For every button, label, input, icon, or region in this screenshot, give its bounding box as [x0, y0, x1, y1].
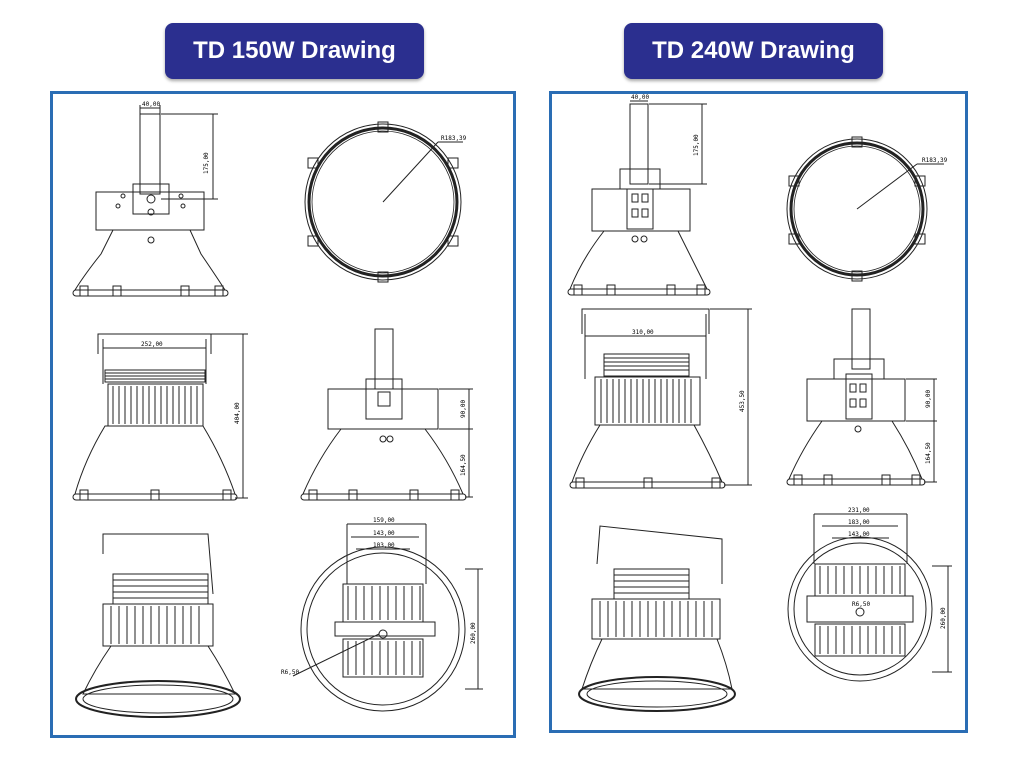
dim-bottom-w1: 159,00: [373, 517, 395, 524]
dim-bottom-height: 260,00: [940, 607, 947, 629]
dim-top-width: 40,00: [142, 101, 160, 108]
dim-radius: R183,39: [441, 135, 467, 142]
dim-side-lower: 164,50: [460, 454, 467, 476]
dim-side-upper: 90,00: [460, 400, 467, 418]
dim-bottom-w3: 143,00: [848, 531, 870, 538]
view-ring-top: [786, 136, 944, 282]
panel-title-240w: TD 240W Drawing: [624, 23, 883, 79]
view-bottom: [787, 513, 952, 682]
dim-bottom-height: 260,00: [470, 622, 477, 644]
dim-side-upper: 90,00: [925, 390, 932, 408]
view-front-middle: [72, 333, 248, 501]
view-isometric: [75, 533, 241, 718]
dim-top-height: 175,00: [203, 152, 210, 174]
dim-front-height: 453,50: [739, 390, 746, 412]
dim-hole: R6,50: [852, 601, 870, 608]
view-ring-top: [304, 121, 463, 283]
drawing-240w: 40,00 175,00 R183,39 310,00 453,50 90,00…: [567, 94, 952, 712]
view-side-top: [567, 100, 711, 296]
view-front-middle: [569, 308, 752, 489]
dim-bottom-w1: 231,00: [848, 507, 870, 514]
dim-front-width: 252,00: [141, 341, 163, 348]
drawing-150w: 40,00 175,00 R183,39 252,00 404,00 90,00…: [72, 101, 483, 718]
dim-front-width: 310,00: [632, 329, 654, 336]
drawing-panel-240w: 40,00 175,00 R183,39 310,00 453,50 90,00…: [549, 91, 968, 733]
dim-bottom-w2: 143,00: [373, 530, 395, 537]
view-isometric: [578, 525, 736, 712]
view-side-top: [72, 105, 229, 297]
view-bottom: [292, 523, 483, 712]
dim-bottom-w2: 183,00: [848, 519, 870, 526]
dim-top-width: 40,00: [631, 94, 649, 101]
dim-bottom-w3: 103,00: [373, 542, 395, 549]
view-side-middle: [300, 328, 473, 501]
dim-side-lower: 164,50: [925, 442, 932, 464]
dim-top-height: 175,00: [693, 134, 700, 156]
panel-title-150w: TD 150W Drawing: [165, 23, 424, 79]
dim-radius: R183,39: [922, 157, 948, 164]
dim-front-height: 404,00: [234, 402, 241, 424]
dim-hole: R6,50: [281, 669, 299, 676]
drawing-panel-150w: 40,00 175,00 R183,39 252,00 404,00 90,00…: [50, 91, 516, 738]
view-side-middle: [786, 308, 937, 486]
